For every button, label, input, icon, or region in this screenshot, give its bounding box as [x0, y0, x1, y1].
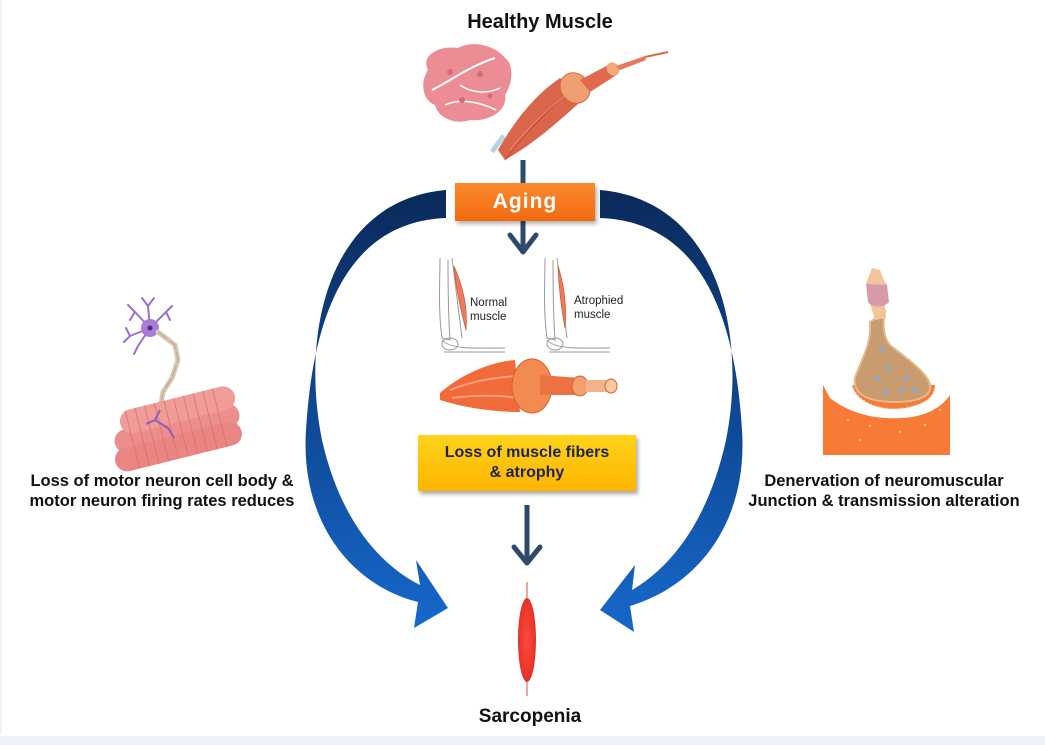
diagram-title: Healthy Muscle [467, 11, 613, 33]
left-caption-line2: motor neuron firing rates reduces [29, 491, 295, 510]
left-caption-line1: Loss of motor neuron cell body & [30, 472, 294, 490]
right-caption-line2: Junction & transmission alteration [748, 491, 1020, 510]
curved-arrow-right [600, 190, 743, 632]
sarcopenia-label: Sarcopenia [478, 706, 582, 727]
atrophied-muscle-label-line2: muscle [574, 309, 611, 322]
normal-muscle-arm-icon [439, 257, 506, 353]
neuromuscular-junction-icon [823, 268, 950, 455]
loss-box-line2: & atrophy [489, 464, 565, 481]
right-caption-line1: Denervation of neuromuscular [764, 472, 1004, 490]
connector-arrow-bottom [511, 505, 543, 566]
normal-muscle-label: Normal muscle [470, 296, 507, 325]
curved-arrow-left [305, 190, 448, 628]
motor-neuron-icon [123, 297, 181, 413]
normal-muscle-label-line1: Normal [470, 297, 508, 309]
muscle-fibers-icon [114, 386, 242, 472]
loss-of-muscle-fibers-box: Loss of muscle fibers & atrophy [418, 435, 636, 491]
atrophied-muscle-arm-icon [544, 257, 611, 353]
atrophied-muscle-label-line1: Atrophied [574, 295, 624, 307]
sarcopenia-muscle-icon [518, 582, 536, 696]
muscle-cross-section-icon [423, 44, 512, 122]
muscle-fiber-bundle-icon [440, 358, 618, 414]
right-pathway-caption: Denervation of neuromuscular Junction & … [724, 472, 1044, 512]
bottom-strip [0, 736, 1045, 745]
left-pathway-caption: Loss of motor neuron cell body & motor n… [4, 472, 320, 512]
normal-muscle-label-line2: muscle [470, 311, 507, 324]
loss-box-line1: Loss of muscle fibers [444, 444, 610, 461]
atrophied-muscle-label: Atrophied muscle [574, 294, 623, 323]
aging-box: Aging [455, 183, 595, 221]
muscle-bundle-icon [489, 51, 669, 161]
